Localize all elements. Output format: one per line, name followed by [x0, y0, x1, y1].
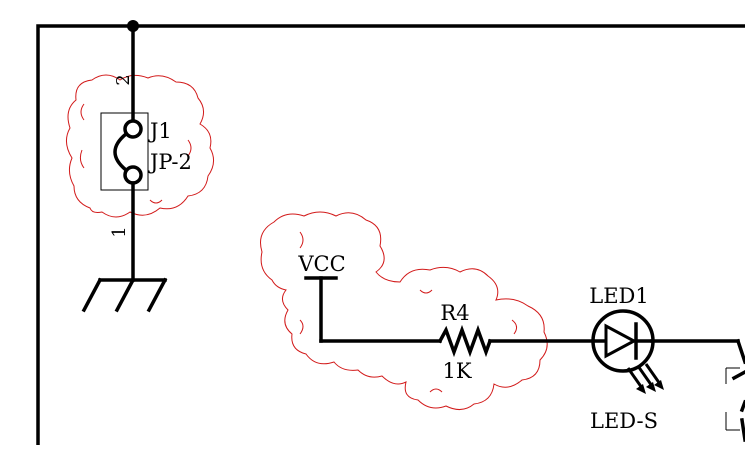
jumper-pin-2-label: 2	[113, 74, 134, 85]
jumper-shunt	[113, 132, 128, 172]
led-anode-triangle	[604, 323, 638, 359]
partial-component-right-edge[interactable]	[725, 338, 745, 442]
jumper-designator: J1	[148, 119, 172, 143]
led-led1[interactable]: LED1 LED-S	[589, 284, 664, 433]
led-part-name: LED-S	[590, 409, 658, 433]
jumper-j1[interactable]: 2 1 J1 JP-2	[100, 24, 192, 282]
resistor-designator: R4	[440, 301, 469, 325]
revision-cloud-jumper	[66, 74, 214, 218]
ground-symbol[interactable]	[81, 277, 168, 313]
jumper-pin-1-label: 1	[109, 226, 130, 237]
led-emission-arrows	[626, 363, 664, 394]
resistor-value: 1K	[442, 359, 471, 383]
vcc-power-port[interactable]: VCC	[297, 252, 346, 343]
led-designator: LED1	[589, 284, 648, 308]
vcc-net-label: VCC	[297, 252, 345, 276]
revision-cloud-led-chain	[260, 211, 548, 410]
jumper-pin-2-terminal[interactable]	[123, 119, 143, 139]
jumper-outline	[100, 112, 149, 191]
jumper-part-name: JP-2	[148, 150, 192, 174]
sheet-border	[36, 24, 745, 447]
resistor-r4[interactable]: R4 1K	[437, 301, 493, 383]
jumper-pin-1-terminal[interactable]	[123, 165, 143, 185]
